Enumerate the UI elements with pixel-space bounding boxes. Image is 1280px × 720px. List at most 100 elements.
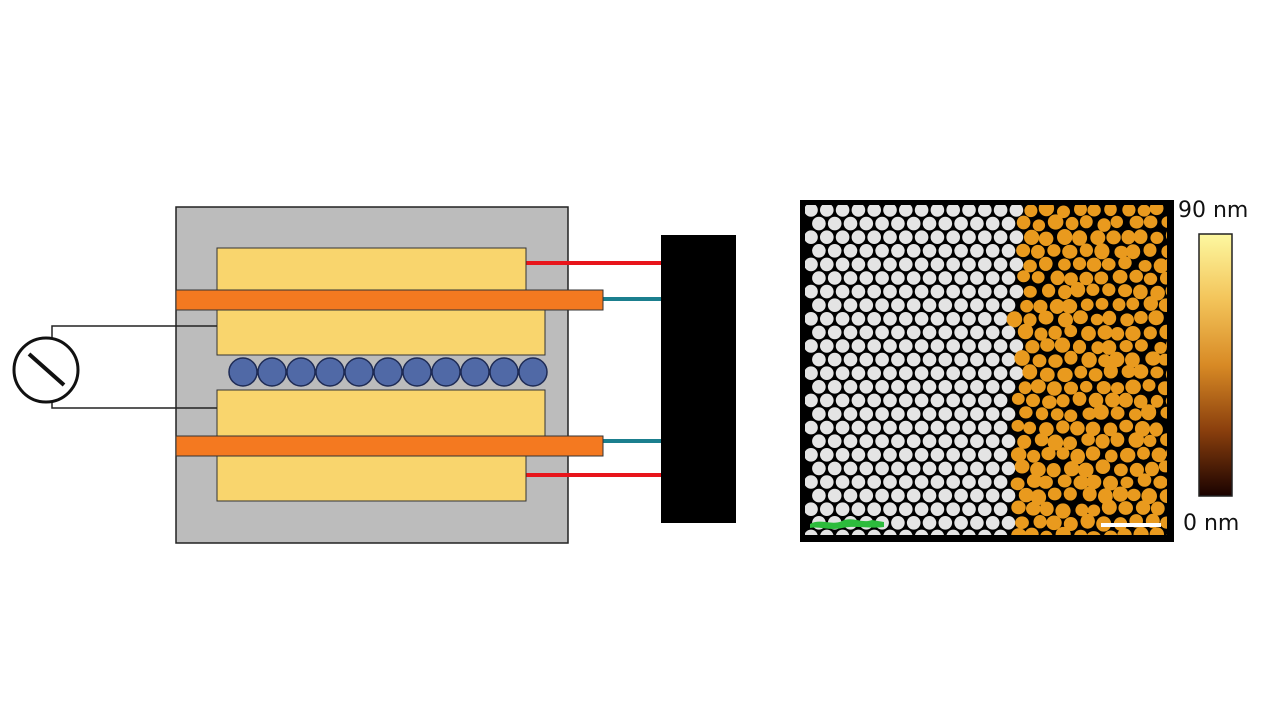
afm-particle (914, 420, 929, 435)
afm-particle (922, 244, 937, 258)
afm-particle (1030, 379, 1046, 394)
afm-particle (827, 380, 842, 394)
afm-particle (1027, 449, 1041, 463)
afm-particle (1165, 231, 1167, 240)
afm-particle (1176, 246, 1190, 260)
afm-particle (1158, 353, 1167, 366)
colorbar-min-label: 0 nm (1183, 511, 1240, 536)
afm-particle (1048, 354, 1063, 368)
afm-particle (1025, 340, 1040, 354)
afm-particle (1160, 271, 1167, 285)
afm-particle (1143, 296, 1159, 311)
afm-particle (946, 448, 960, 462)
afm-particle (1031, 271, 1045, 284)
afm-particle (867, 448, 881, 462)
afm-particle (1105, 449, 1118, 463)
afm-particle (867, 257, 881, 272)
afm-particle (1150, 231, 1164, 244)
afm-particle (899, 230, 913, 244)
afm-particle (891, 380, 905, 394)
afm-particle (906, 488, 921, 503)
afm-particle (875, 352, 889, 367)
afm-particle (805, 312, 818, 326)
afm-particle (1080, 513, 1095, 529)
afm-particle (1067, 544, 1081, 558)
afm-particle (820, 205, 834, 217)
afm-particle (835, 205, 850, 217)
afm-particle (1087, 504, 1101, 517)
afm-particle (1106, 230, 1121, 245)
afm-particle (938, 325, 953, 340)
afm-particle (1120, 447, 1136, 463)
afm-particle-array (805, 205, 1197, 558)
afm-particle (1160, 516, 1167, 529)
afm-particle (914, 230, 929, 244)
afm-particle (859, 488, 874, 503)
afm-particle (1046, 515, 1062, 531)
afm-particle (906, 434, 921, 449)
afm-particle (1074, 365, 1088, 379)
afm-particle (970, 380, 984, 394)
sphere (460, 357, 490, 387)
afm-particle (812, 325, 826, 340)
afm-particle (1017, 323, 1034, 340)
afm-particle (914, 312, 929, 326)
afm-particle (851, 205, 866, 217)
afm-particle (1064, 272, 1078, 286)
afm-particle (1009, 230, 1024, 244)
afm-particle (1086, 531, 1101, 535)
afm-particle (1058, 312, 1073, 328)
afm-particle (1126, 244, 1141, 260)
afm-particle (978, 475, 992, 489)
afm-particle (906, 244, 921, 258)
sphere-monolayer (228, 357, 548, 387)
afm-particle (946, 366, 960, 381)
afm-particle (1097, 542, 1112, 558)
afm-particle (946, 502, 960, 516)
afm-particle (867, 475, 881, 489)
afm-particle (1150, 394, 1164, 408)
afm-particle (827, 352, 842, 367)
afm-particle (1006, 311, 1023, 328)
afm-particle (954, 516, 968, 530)
afm-particle (805, 230, 818, 244)
afm-particle (970, 216, 984, 231)
afm-particle (1102, 310, 1117, 326)
afm-particle (1129, 462, 1144, 477)
afm-particle (993, 502, 1008, 516)
afm-particle (922, 488, 937, 503)
afm-particle (1035, 407, 1049, 421)
afm-particle (812, 434, 826, 449)
afm-particle (1101, 499, 1117, 515)
afm-particle (922, 325, 937, 340)
afm-particle (899, 502, 913, 516)
afm-particle (978, 257, 992, 272)
afm-particle (985, 352, 1000, 367)
afm-particle (1054, 337, 1071, 353)
afm-particle (938, 516, 953, 530)
afm-particle (962, 420, 976, 435)
afm-particle (899, 393, 913, 408)
afm-particle (867, 230, 881, 244)
afm-particle (1011, 528, 1027, 535)
afm-particle (1057, 367, 1073, 383)
afm-particle (1182, 229, 1197, 243)
afm-particle (1119, 419, 1134, 433)
afm-particle (1061, 299, 1078, 314)
afm-particle (954, 271, 968, 285)
afm-particle (1118, 392, 1133, 408)
afm-particle (1128, 432, 1145, 448)
afm-particle (859, 298, 874, 313)
afm-particle (930, 366, 945, 381)
afm-particle (1001, 271, 1016, 285)
afm-particle (1133, 229, 1148, 244)
afm-particle (906, 271, 921, 285)
afm-particle (875, 461, 889, 476)
afm-particle (1103, 475, 1118, 491)
afm-particle (922, 434, 937, 449)
afm-particle (1126, 297, 1140, 311)
afm-particle (1009, 339, 1024, 353)
afm-particle (1058, 285, 1072, 300)
afm-particle (851, 529, 866, 535)
afm-particle (805, 475, 818, 489)
